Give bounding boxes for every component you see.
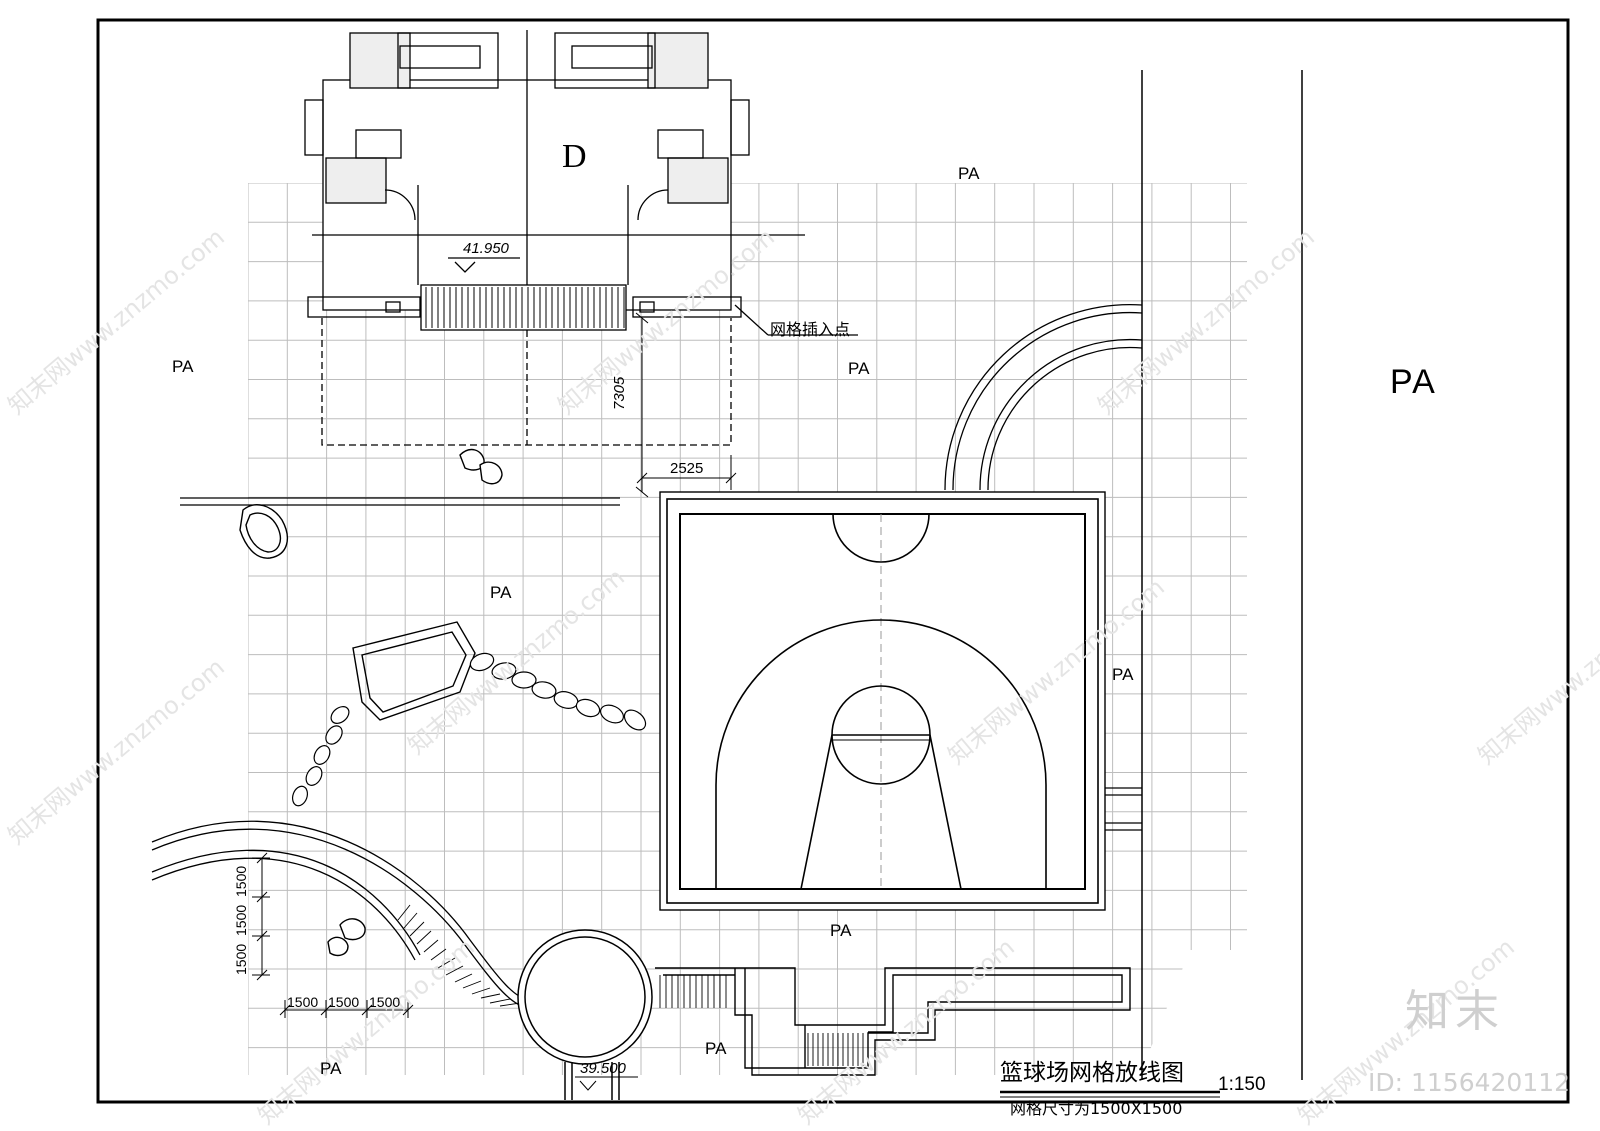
stepping-stone [491,662,517,680]
stepping-stone [330,706,350,724]
basketball-court [659,491,1106,911]
curved-stair [397,904,521,1007]
zone-label-pa: PA [830,921,852,940]
stair-tread [471,987,491,995]
dimension-2525-label: 2525 [670,460,704,477]
stair-tread [409,921,425,937]
stair-tread [423,939,439,953]
stair-tread [445,965,464,976]
side-path [1105,787,1142,831]
zone-label-pa: PA [848,359,870,378]
stepping-stone [553,691,579,709]
elevation-marker-bottom [575,1076,638,1091]
path-edge [180,497,620,506]
stair-tread [416,930,432,945]
watermark-logo: 知末 [1405,986,1505,1037]
terrace-stairs [659,975,869,1066]
planter-bed [352,621,476,721]
zone-label-pa: PA [172,357,194,376]
stair-tread [489,998,511,1004]
stair-tread [462,980,482,989]
zone-label-pa: PA [490,583,512,602]
stair-tread [430,948,447,961]
grid-dim-label-h2: 1500 [328,994,360,1010]
stepping-stone [600,704,624,724]
terrace-structure [655,967,1131,1076]
stair-tread [403,912,418,929]
grid-size-note: 网格尺寸为1500X1500 [1010,1099,1183,1118]
grid-dim-label-v2: 1500 [233,904,249,936]
round-plaza [517,929,653,1100]
curved-path-south [151,820,533,1009]
stepping-stone [531,681,557,699]
dimension-7305-label: 7305 [611,376,628,410]
zone-label-pa: PA [958,164,980,183]
drawing-title: 篮球场网格放线图 [1000,1060,1184,1086]
stepping-stones [291,652,647,807]
stepping-stone [325,725,343,745]
elevation-top: 41.950 [463,240,509,257]
elevation-bottom: 39.500 [580,1060,626,1077]
townhouse-unit [304,30,858,446]
rock-cluster-bottom [327,918,366,957]
grid-dim-label-v3: 1500 [233,943,249,975]
stepping-stone [623,709,647,731]
zone-label-pa: PA [705,1039,727,1058]
stair-tread [397,904,411,921]
title-underline [1000,1090,1220,1098]
stair-tread [480,993,501,999]
rock-cluster-top [459,448,503,485]
stepping-stone [575,698,601,718]
grid-dimension-horizontal [279,1000,414,1018]
grid-dim-label-h1: 1500 [287,994,319,1010]
stepping-stone [291,785,309,807]
stepping-stone [305,766,323,786]
grid-dimension-vertical [252,852,270,981]
dimension-2525 [636,455,737,490]
stepping-stone [469,652,495,672]
drawing-scale: 1:150 [1218,1074,1266,1095]
zone-label-pa: PA [320,1059,342,1078]
zone-label-pa-large: PA [1390,363,1437,401]
stepping-stone [313,745,331,765]
zone-label-pa: PA [1112,665,1134,684]
grid-dim-label-h3: 1500 [369,994,401,1010]
grid-insert-point-label: 网格插入点 [770,320,851,339]
stepping-stone [511,671,537,689]
drawing-frame [96,18,1570,1104]
stair-tread [454,973,473,983]
unit-label: D [562,138,587,175]
watermark-id: ID: 1156420112 [1368,1068,1571,1097]
grid-dim-label-v1: 1500 [233,865,249,897]
rock-left [239,504,289,559]
dimension-7305 [635,312,649,498]
stair-tread [499,1002,521,1007]
stair-tread [437,957,456,969]
curved-path-north [944,303,1143,491]
